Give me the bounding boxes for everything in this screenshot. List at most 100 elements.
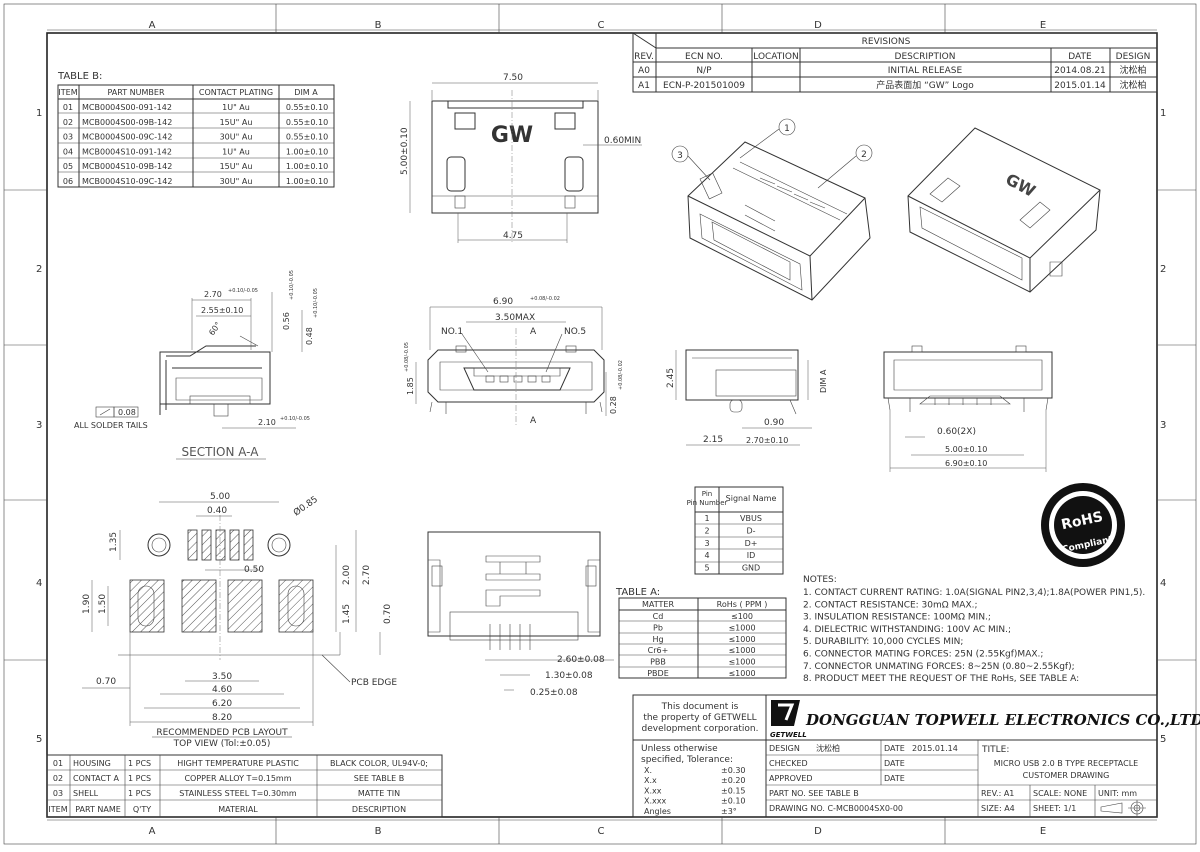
- section-angle-label: 60°: [207, 320, 223, 337]
- table-b-cell-part: MCB0004S10-09B-142: [82, 162, 172, 171]
- grid-row-right-5: 5: [1160, 734, 1166, 745]
- front-section-a-top: A: [530, 327, 537, 337]
- pcb-d135-label: 1.35: [109, 532, 119, 552]
- section-d4-tol: +0.10/-0.05: [313, 288, 319, 318]
- bottom-d3-label: 0.25±0.08: [530, 688, 578, 698]
- top-view-pad-span-label: 4.75: [503, 231, 523, 241]
- revisions-table: REVISIONS REV. ECN NO. LOCATION DESCRIPT…: [632, 32, 1158, 93]
- pcb-d270-label: 2.70: [362, 565, 372, 585]
- title-line-2: CUSTOMER DRAWING: [1023, 771, 1110, 780]
- pcb-edge-label: PCB EDGE: [351, 678, 397, 688]
- pcb-d145-label: 1.45: [342, 604, 352, 624]
- rohs-badge: RoHS Compliant: [1041, 483, 1125, 567]
- rev-row-a0-ecn: N/P: [696, 66, 712, 76]
- table-a-cell-matter: Cr6+: [648, 646, 669, 655]
- date-value: 2015.01.14: [912, 744, 958, 753]
- grid-col-top-b: B: [375, 20, 382, 31]
- front-opening-label: 3.50MAX: [495, 313, 535, 323]
- table-b-cell-item: 05: [63, 162, 73, 171]
- pcb-d620-label: 6.20: [212, 699, 232, 709]
- section-solder-note: ALL SOLDER TAILS: [74, 421, 148, 430]
- table-b-cell-dima: 0.55±0.10: [286, 133, 328, 142]
- table-b-cell-plating: 30U" Au: [220, 133, 253, 142]
- note-line: 1. CONTACT CURRENT RATING: 1.0A(SIGNAL P…: [803, 588, 1145, 598]
- side-view: 2.45 DIM A 0.90 2.15 2.70±0.10: [666, 349, 828, 446]
- pcb-d820-label: 8.20: [212, 713, 232, 723]
- iso-view-2: GW: [907, 127, 1101, 293]
- sheet-border: [3, 3, 1197, 845]
- table-a-cell-ppm: ≤1000: [728, 635, 755, 644]
- table-a-cell-ppm: ≤100: [731, 612, 753, 621]
- top-view: GW 7.50 5.00±0.10 4.75 0.60MIN: [400, 73, 642, 243]
- design-label: DESIGN: [769, 744, 800, 753]
- rev-row-a0-desc: INITIAL RELEASE: [888, 66, 963, 76]
- grid-col-top-e: E: [1040, 20, 1046, 31]
- pin-cell-number: 2: [704, 526, 709, 535]
- table-b-cell-plating: 15U" Au: [220, 118, 253, 127]
- rev-row-a1-date: 2015.01.14: [1054, 81, 1106, 91]
- size-label: SIZE: A4: [981, 804, 1015, 813]
- rev-header-design: DESIGN: [1116, 52, 1151, 62]
- bom-cell-part: CONTACT A: [73, 774, 119, 783]
- section-d3-label: 0.56: [282, 312, 291, 330]
- table-a-cell-matter: Hg: [652, 635, 663, 644]
- section-d4-label: 0.48: [305, 327, 314, 345]
- bom-header-qty: Q'TY: [133, 805, 151, 814]
- rev-row-a0-date: 2014.08.21: [1054, 66, 1106, 76]
- table-a-cell-matter: PBDE: [647, 669, 669, 678]
- table-b-cell-plating: 30U" Au: [220, 177, 253, 186]
- grid-row-left-3: 3: [36, 420, 42, 431]
- note-line: 4. DIELECTRIC WITHSTANDING: 100V AC MIN.…: [803, 625, 1011, 635]
- pcb-layout-title: RECOMMENDED PCB LAYOUT: [156, 728, 288, 738]
- pcb-layout-subtitle: TOP VIEW (Tol:±0.05): [173, 739, 271, 749]
- side-h-label: 2.45: [666, 368, 676, 388]
- front-height-tol: +0.08/-0.05: [404, 342, 410, 372]
- bom-cell-description: BLACK COLOR, UL94V-0;: [330, 759, 428, 768]
- grid-col-bot-d: D: [814, 826, 822, 837]
- bom-cell-qty: 1 PCS: [128, 759, 151, 768]
- pin-cell-signal: D-: [746, 526, 755, 535]
- table-b-header-item: ITEM: [58, 88, 77, 97]
- table-b-cell-plating: 1U" Au: [222, 147, 250, 156]
- front-view: 6.90 +0.08/-0.02 3.50MAX NO.1 NO.5 A A 1…: [404, 296, 624, 426]
- side-d2-label: 2.15: [703, 435, 723, 445]
- front-width-label: 6.90: [493, 297, 513, 307]
- bom-cell-item: 01: [53, 759, 63, 768]
- pcb-d350-label: 3.50: [212, 672, 232, 682]
- iso-callout-1: 1: [784, 124, 790, 134]
- pin-cell-signal: GND: [742, 564, 760, 573]
- rear-view: 0.60(2X) 5.00±0.10 6.90±0.10: [883, 345, 1053, 472]
- table-b-cell-dima: 1.00±0.10: [286, 147, 328, 156]
- table-a-cell-ppm: ≤1000: [728, 646, 755, 655]
- property-line-3: development corporation.: [642, 724, 759, 734]
- rev-row-a0-design: 沈松柏: [1119, 64, 1146, 76]
- section-d1-tol: +0.10/-0.05: [228, 288, 258, 294]
- grid-row-right-3: 3: [1160, 420, 1166, 431]
- bom-header-part: PART NAME: [75, 805, 121, 814]
- table-b-cell-dima: 0.55±0.10: [286, 103, 328, 112]
- grid-row-left-4: 4: [36, 578, 42, 589]
- pcb-d150-label: 1.50: [98, 594, 108, 614]
- rev-row-a1-design: 沈松柏: [1119, 79, 1146, 91]
- note-line: 2. CONTACT RESISTANCE: 30mΩ MAX.;: [803, 600, 978, 610]
- pin-cell-number: 1: [704, 514, 709, 523]
- front-no5-label: NO.5: [564, 327, 586, 337]
- pin-cell-number: 3: [704, 539, 709, 548]
- section-a-a-view: 2.70 +0.10/-0.05 2.55±0.10 0.56 +0.10/-0…: [74, 270, 319, 460]
- bom-header-description: DESCRIPTION: [352, 805, 406, 814]
- pin-cell-number: 4: [704, 551, 709, 560]
- table-a-cell-ppm: ≤1000: [728, 623, 755, 632]
- section-d3-tol: +0.10/-0.05: [289, 270, 295, 300]
- grid-col-top-d: D: [814, 20, 822, 31]
- grid-col-bot-c: C: [598, 826, 605, 837]
- table-b-title: TABLE B:: [57, 71, 102, 82]
- designer-name: 沈松柏: [816, 743, 840, 753]
- note-line: 8. PRODUCT MEET THE REQUEST OF THE RoHs,…: [803, 674, 1079, 684]
- tol-cell-val: ±3°: [721, 807, 737, 816]
- table-a-cell-matter: Cd: [653, 612, 664, 621]
- pin-header-number-1: Pin: [702, 490, 712, 498]
